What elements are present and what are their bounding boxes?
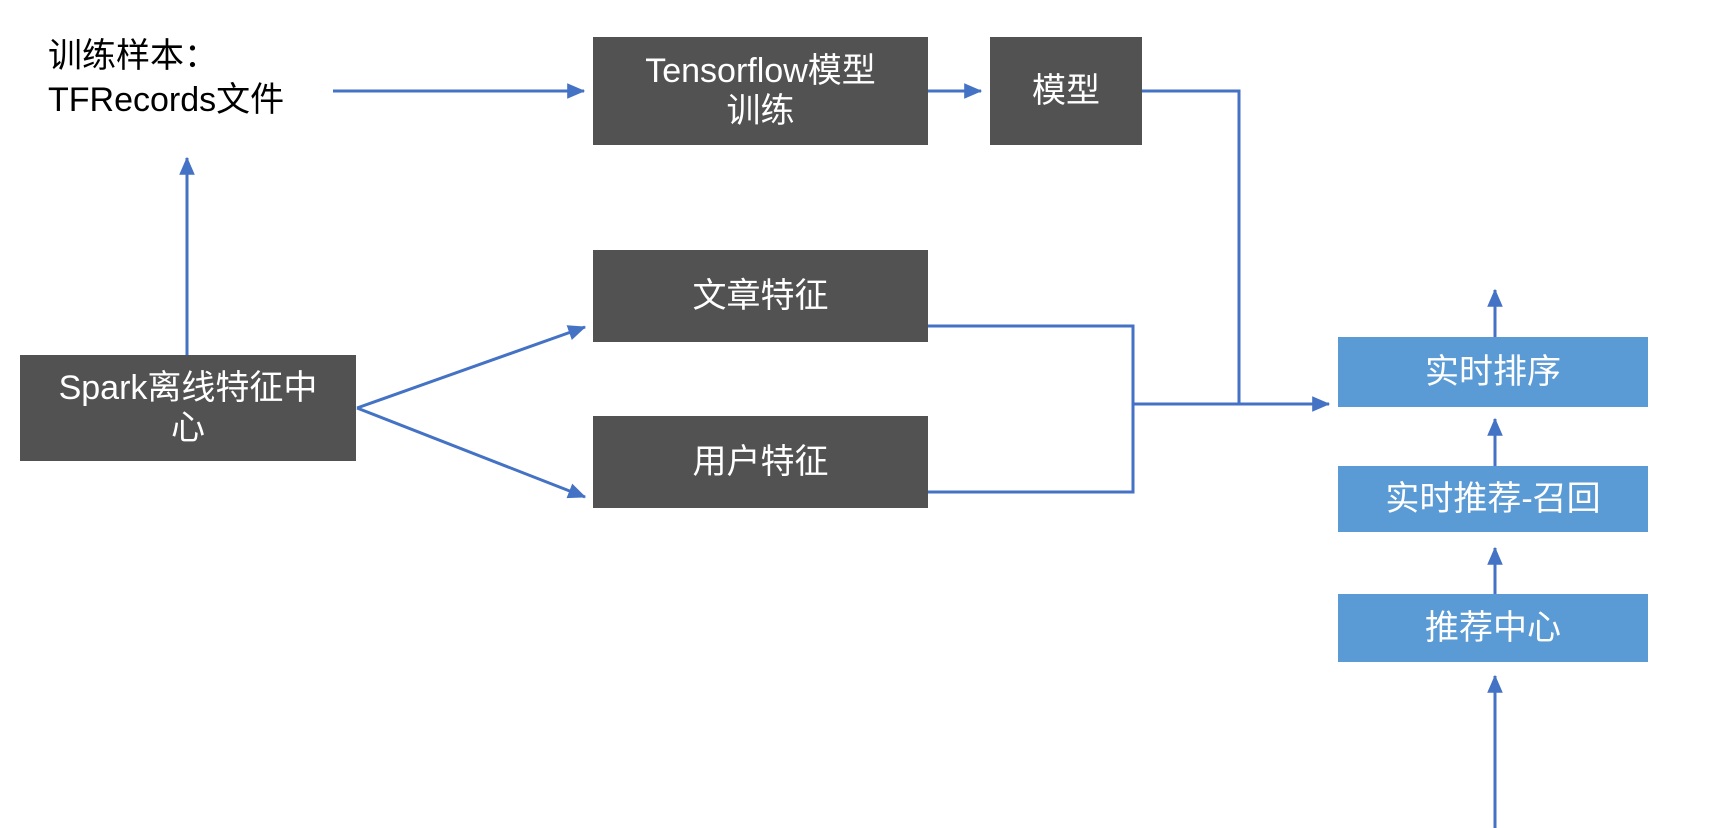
node-training-sample: 训练样本： TFRecords文件 — [48, 36, 285, 119]
node-spark-offline-feature-center: Spark离线特征中 心 — [20, 355, 356, 461]
node-model: 模型 — [990, 37, 1142, 145]
edge-spark-center-to-user-feature — [356, 406, 587, 499]
edge-spark-center-to-article-feature — [356, 325, 587, 410]
node-realtime-recommendation-recall: 实时推荐-召回 — [1338, 466, 1648, 532]
node-tensorflow-model-training: Tensorflow模型 训练 — [593, 37, 928, 145]
node-article-feature: 文章特征 — [593, 250, 928, 342]
edge-article-feature-to-realtime-rank — [928, 324, 1135, 404]
edge-user-feature-to-realtime-rank — [928, 404, 1135, 494]
node-realtime-ranking: 实时排序 — [1338, 337, 1648, 407]
edge-model-to-realtime-rank — [1142, 89, 1241, 404]
node-recommendation-center: 推荐中心 — [1338, 594, 1648, 662]
node-user-feature: 用户特征 — [593, 416, 928, 508]
